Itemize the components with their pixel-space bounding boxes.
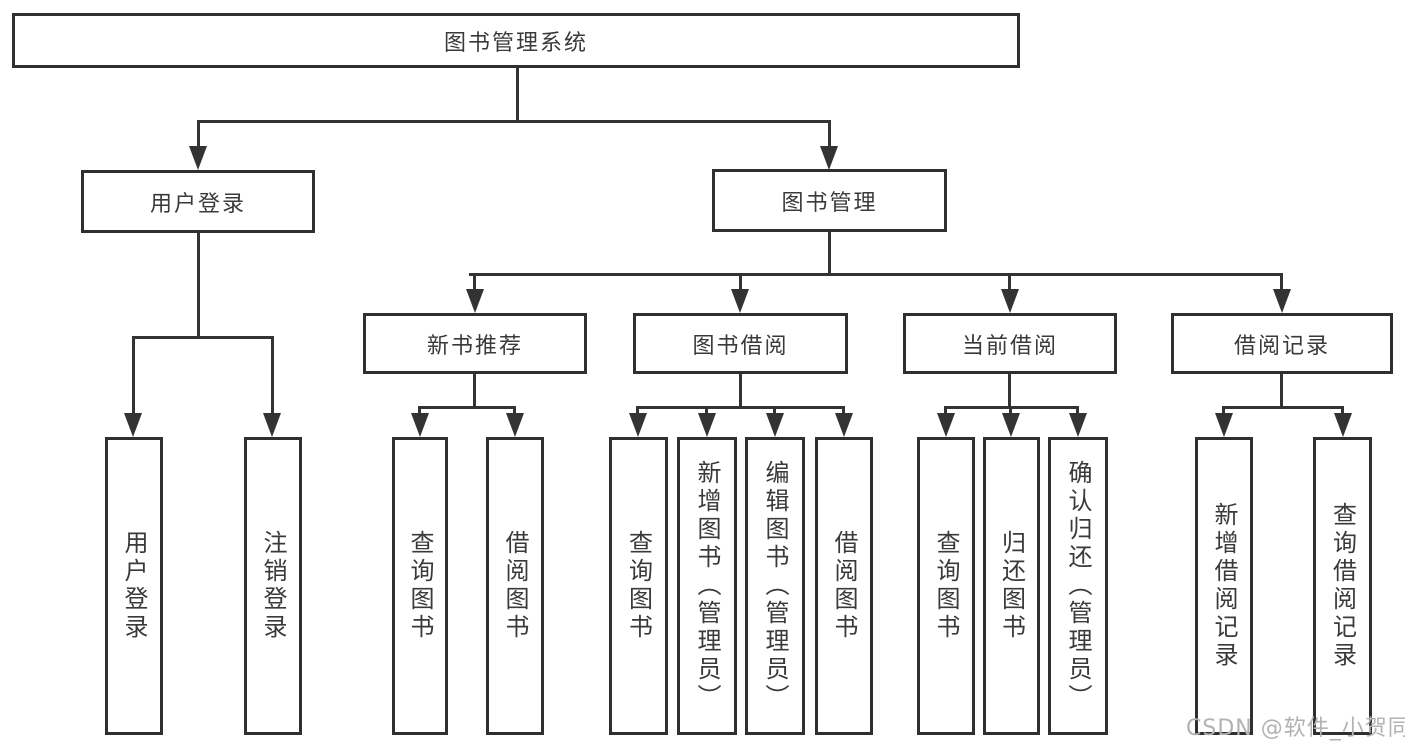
connector-line bbox=[132, 336, 274, 339]
node-return-books: 归还图书 bbox=[983, 437, 1040, 735]
arrow-down-icon bbox=[835, 413, 853, 437]
node-query-borrow-record: 查询借阅记录 bbox=[1313, 437, 1372, 735]
node-borrowing-records: 借阅记录 bbox=[1171, 313, 1393, 374]
arrow-down-icon bbox=[1002, 413, 1020, 437]
node-logout: 注销登录 bbox=[244, 437, 302, 735]
connector-line bbox=[705, 406, 708, 413]
connector-line bbox=[197, 233, 200, 336]
connector-line bbox=[636, 406, 845, 409]
node-add-borrow-record: 新增借阅记录 bbox=[1195, 437, 1253, 735]
node-query-books-recommend: 查询图书 bbox=[392, 437, 448, 735]
arrow-down-icon bbox=[698, 413, 716, 437]
connector-line bbox=[842, 406, 845, 413]
node-new-book-recommendation: 新书推荐 bbox=[363, 313, 587, 374]
connector-line bbox=[1008, 374, 1011, 406]
node-edit-books-admin: 编辑图书（管理员） bbox=[745, 437, 805, 735]
connector-line bbox=[944, 406, 947, 413]
node-borrow-books: 借阅图书 bbox=[815, 437, 873, 735]
arrow-down-icon bbox=[506, 413, 524, 437]
arrow-down-icon bbox=[1334, 413, 1352, 437]
node-borrow-books-recommend: 借阅图书 bbox=[486, 437, 544, 735]
node-confirm-return-admin: 确认归还（管理员） bbox=[1048, 437, 1108, 735]
connector-line bbox=[513, 406, 516, 413]
connector-line bbox=[739, 374, 742, 406]
arrow-down-icon bbox=[731, 289, 749, 313]
connector-line bbox=[197, 120, 831, 123]
arrow-down-icon bbox=[1069, 413, 1087, 437]
arrow-down-icon bbox=[1273, 289, 1291, 313]
connector-line bbox=[1341, 406, 1344, 413]
connector-line bbox=[1280, 374, 1283, 406]
connector-line bbox=[473, 374, 476, 406]
connector-line bbox=[1008, 273, 1011, 289]
node-library-management-system: 图书管理系统 bbox=[12, 13, 1020, 68]
arrow-down-icon bbox=[189, 146, 207, 170]
arrow-down-icon bbox=[1215, 413, 1233, 437]
connector-line bbox=[828, 232, 831, 273]
connector-line bbox=[1076, 406, 1079, 413]
node-book-management: 图书管理 bbox=[712, 169, 947, 232]
connector-line bbox=[271, 336, 274, 413]
connector-line bbox=[516, 68, 519, 120]
node-query-books-current: 查询图书 bbox=[917, 437, 975, 735]
connector-line bbox=[1009, 406, 1012, 413]
arrow-down-icon bbox=[820, 146, 838, 170]
connector-line bbox=[739, 273, 742, 289]
csdn-watermark: CSDN @软件_小贺同学 bbox=[1186, 716, 1405, 741]
connector-line bbox=[418, 406, 421, 413]
connector-line bbox=[473, 273, 476, 289]
connector-line bbox=[132, 336, 135, 413]
arrow-down-icon bbox=[937, 413, 955, 437]
arrow-down-icon bbox=[124, 413, 142, 437]
connector-line bbox=[1222, 406, 1225, 413]
connector-line bbox=[828, 120, 831, 146]
connector-line bbox=[636, 406, 639, 413]
arrow-down-icon bbox=[766, 413, 784, 437]
arrow-down-icon bbox=[411, 413, 429, 437]
node-query-books-borrowing: 查询图书 bbox=[609, 437, 668, 735]
arrow-down-icon bbox=[629, 413, 647, 437]
connector-line bbox=[469, 273, 1282, 276]
node-add-books-admin: 新增图书（管理员） bbox=[677, 437, 737, 735]
node-user-login-leaf: 用户登录 bbox=[105, 437, 163, 735]
connector-line bbox=[197, 120, 200, 146]
arrow-down-icon bbox=[1001, 289, 1019, 313]
node-current-borrowing: 当前借阅 bbox=[903, 313, 1117, 374]
arrow-down-icon bbox=[263, 413, 281, 437]
connector-line bbox=[1280, 273, 1283, 289]
connector-line bbox=[418, 406, 516, 409]
connector-line bbox=[1222, 406, 1343, 409]
arrow-down-icon bbox=[466, 289, 484, 313]
connector-line bbox=[773, 406, 776, 413]
node-book-borrowing: 图书借阅 bbox=[633, 313, 848, 374]
node-user-login: 用户登录 bbox=[81, 170, 315, 233]
